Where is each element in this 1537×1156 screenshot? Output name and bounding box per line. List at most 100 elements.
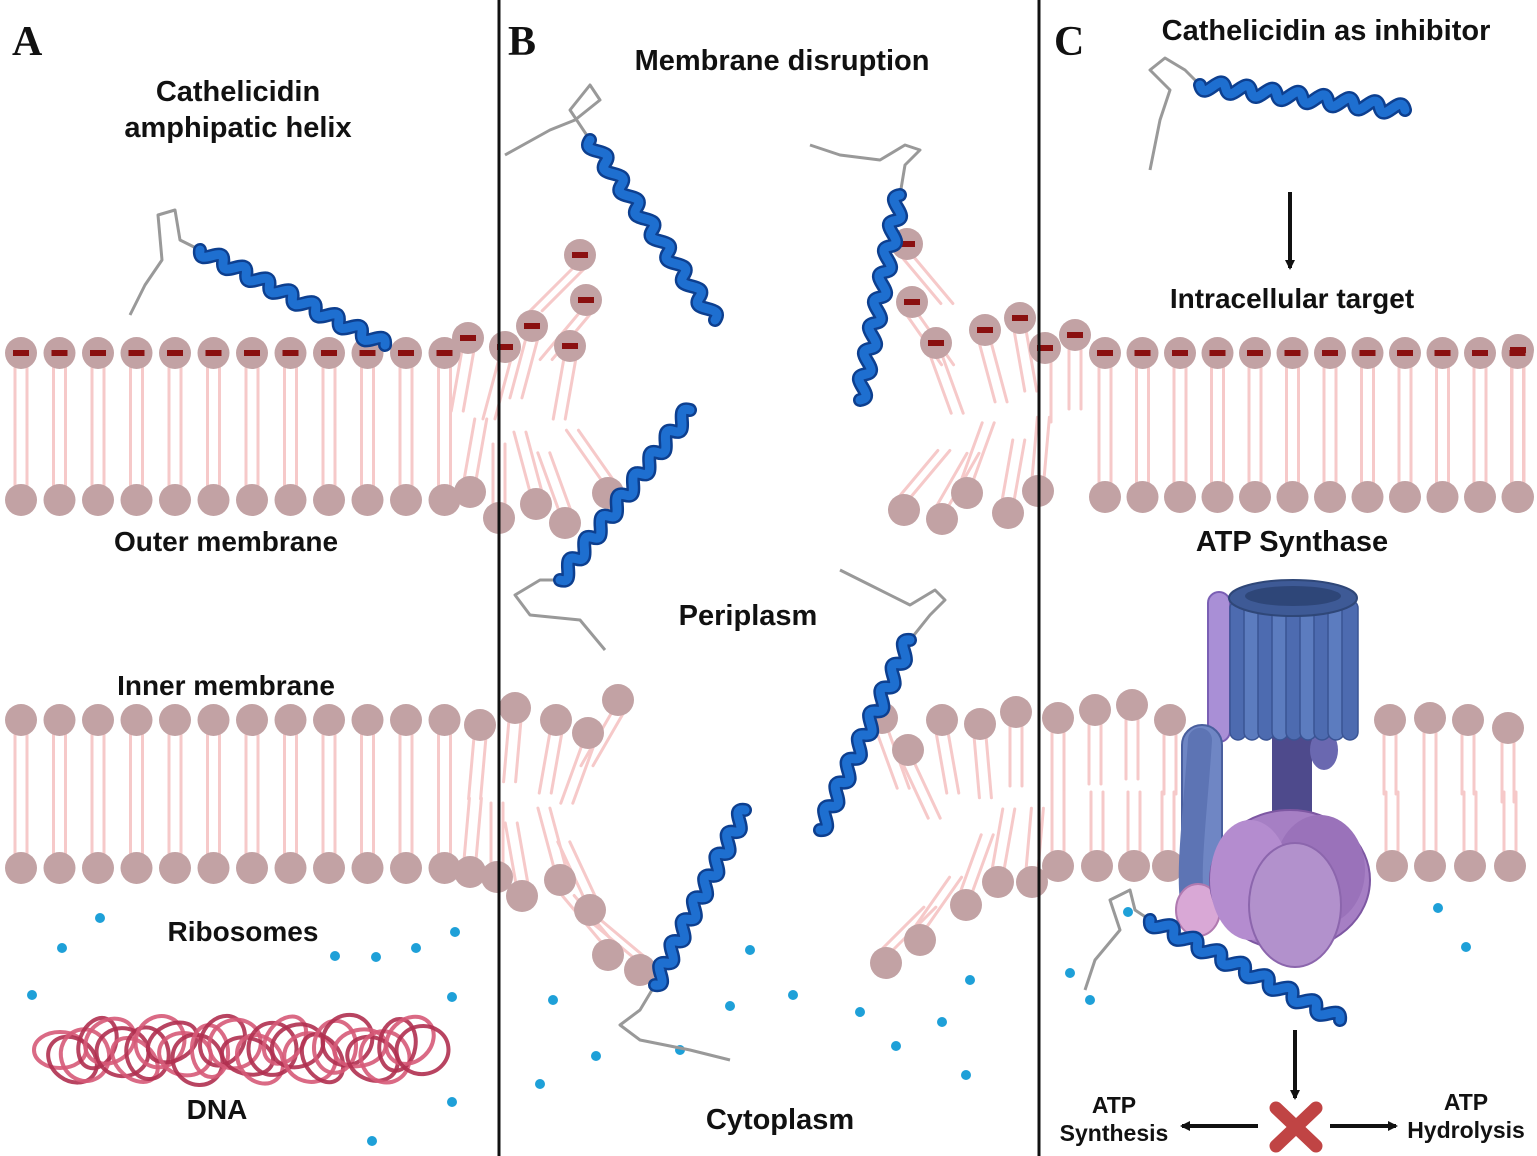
panel-dividers xyxy=(497,0,1041,1156)
lipid-tail xyxy=(989,340,1009,404)
lipid-head xyxy=(1239,481,1271,513)
minus-sign-icon xyxy=(572,252,588,258)
lipid-tail xyxy=(911,254,955,305)
minus-sign-icon xyxy=(1510,347,1526,353)
lipid-head xyxy=(5,852,37,884)
peptide-coil xyxy=(839,568,947,641)
lipid-head xyxy=(159,484,191,516)
ribosome-dot xyxy=(788,990,798,1000)
ribosome-dot xyxy=(725,1001,735,1011)
dna-loop xyxy=(246,1020,299,1077)
minus-sign-icon xyxy=(167,350,183,356)
minus-sign-icon xyxy=(1247,350,1263,356)
lipid-head xyxy=(1201,481,1234,513)
dna-loop xyxy=(234,1033,286,1086)
lipid-head xyxy=(390,704,422,736)
lipid-tail xyxy=(536,806,556,870)
peptide-coil xyxy=(618,984,731,1062)
lipid-head xyxy=(43,484,76,516)
cytoplasm-label: Cytoplasm xyxy=(705,1104,855,1136)
ribosome-dot xyxy=(1065,968,1075,978)
lipid-head xyxy=(540,704,572,736)
lipid-head xyxy=(870,947,902,979)
lipid-tail xyxy=(896,449,940,500)
lipid-tail xyxy=(972,734,981,800)
lipid-head xyxy=(274,852,307,884)
panel-b-title: Membrane disruption xyxy=(634,45,930,77)
dna-loop xyxy=(170,1032,225,1087)
lipid-tail xyxy=(568,840,598,900)
lipid-tail xyxy=(908,449,952,500)
lipid-head xyxy=(313,484,345,516)
lipid-head xyxy=(1426,481,1459,513)
atp-hydrolysis-label-line1: ATP xyxy=(1443,1089,1489,1115)
peptide-coil xyxy=(504,83,602,157)
lipid-tail xyxy=(520,336,540,400)
helix-ribbon xyxy=(195,245,390,350)
lipid-head xyxy=(43,852,76,884)
lipid-tail xyxy=(990,807,1005,872)
lipid-head xyxy=(1492,712,1524,744)
lipid-head xyxy=(390,852,422,884)
minus-sign-icon xyxy=(13,350,29,356)
peptide-coil xyxy=(1083,888,1151,991)
lipid-tail xyxy=(540,265,588,313)
lipid-head xyxy=(1414,702,1446,734)
lipid-tail xyxy=(924,875,964,930)
ribosome-dot xyxy=(548,995,558,1005)
ribosome-dot xyxy=(1123,907,1133,917)
lipid-head xyxy=(1502,481,1534,513)
lipid-head xyxy=(926,704,958,736)
lipid-head xyxy=(428,484,461,516)
lipid-head xyxy=(1152,850,1184,882)
minus-sign-icon xyxy=(1359,350,1376,356)
lipid-tail xyxy=(1024,806,1033,872)
dna-loop xyxy=(311,1018,359,1075)
lipid-head xyxy=(464,709,496,741)
lipid-head xyxy=(5,484,37,516)
lipid-head xyxy=(1164,481,1196,513)
lipid-tail xyxy=(1030,415,1039,481)
dna-loop xyxy=(261,1014,309,1066)
lipid-head xyxy=(964,708,996,740)
lipid-tail xyxy=(564,428,604,483)
lipid-tail xyxy=(474,796,483,862)
lipid-head xyxy=(499,692,531,724)
minus-sign-icon xyxy=(282,350,299,356)
lipid-head xyxy=(888,494,920,526)
minus-sign-icon xyxy=(1134,350,1151,356)
peptide-coil xyxy=(513,578,607,651)
lipid-head xyxy=(1079,694,1111,726)
outer-membrane-label: Outer membrane xyxy=(113,526,339,557)
helix-ribbon xyxy=(1195,77,1410,118)
cathelicidin-helix xyxy=(1083,888,1347,1027)
helix-ribbon xyxy=(583,135,722,325)
lipid-head xyxy=(82,852,114,884)
cathelicidin-helix xyxy=(809,143,922,407)
lipid-head xyxy=(1116,689,1148,721)
lipid-head xyxy=(197,484,230,516)
lipid-head xyxy=(904,924,936,956)
lipid-head xyxy=(313,704,345,736)
minus-sign-icon xyxy=(1172,350,1188,356)
lipid-head xyxy=(274,704,307,736)
lipid-tail xyxy=(549,730,564,795)
lipid-tail xyxy=(536,451,561,513)
panel-c-letter: C xyxy=(1054,19,1085,65)
lipid-tail xyxy=(559,743,584,805)
lipid-tail xyxy=(970,833,995,895)
lipid-tail xyxy=(912,875,952,930)
dna-loop xyxy=(299,1032,346,1085)
panel-a-title-line1: Cathelicidin xyxy=(155,76,321,108)
lipid-tail xyxy=(571,743,596,805)
panel-a-letter: A xyxy=(12,19,43,65)
panel-b-letter: B xyxy=(508,19,537,65)
lipid-tail xyxy=(576,428,616,483)
minus-sign-icon xyxy=(1012,315,1028,321)
lipid-tail xyxy=(900,760,930,820)
ribosome-dot xyxy=(447,1097,457,1107)
lipid-head xyxy=(520,488,552,520)
lipid-tail xyxy=(551,356,566,421)
helix-ribbon xyxy=(815,635,915,835)
